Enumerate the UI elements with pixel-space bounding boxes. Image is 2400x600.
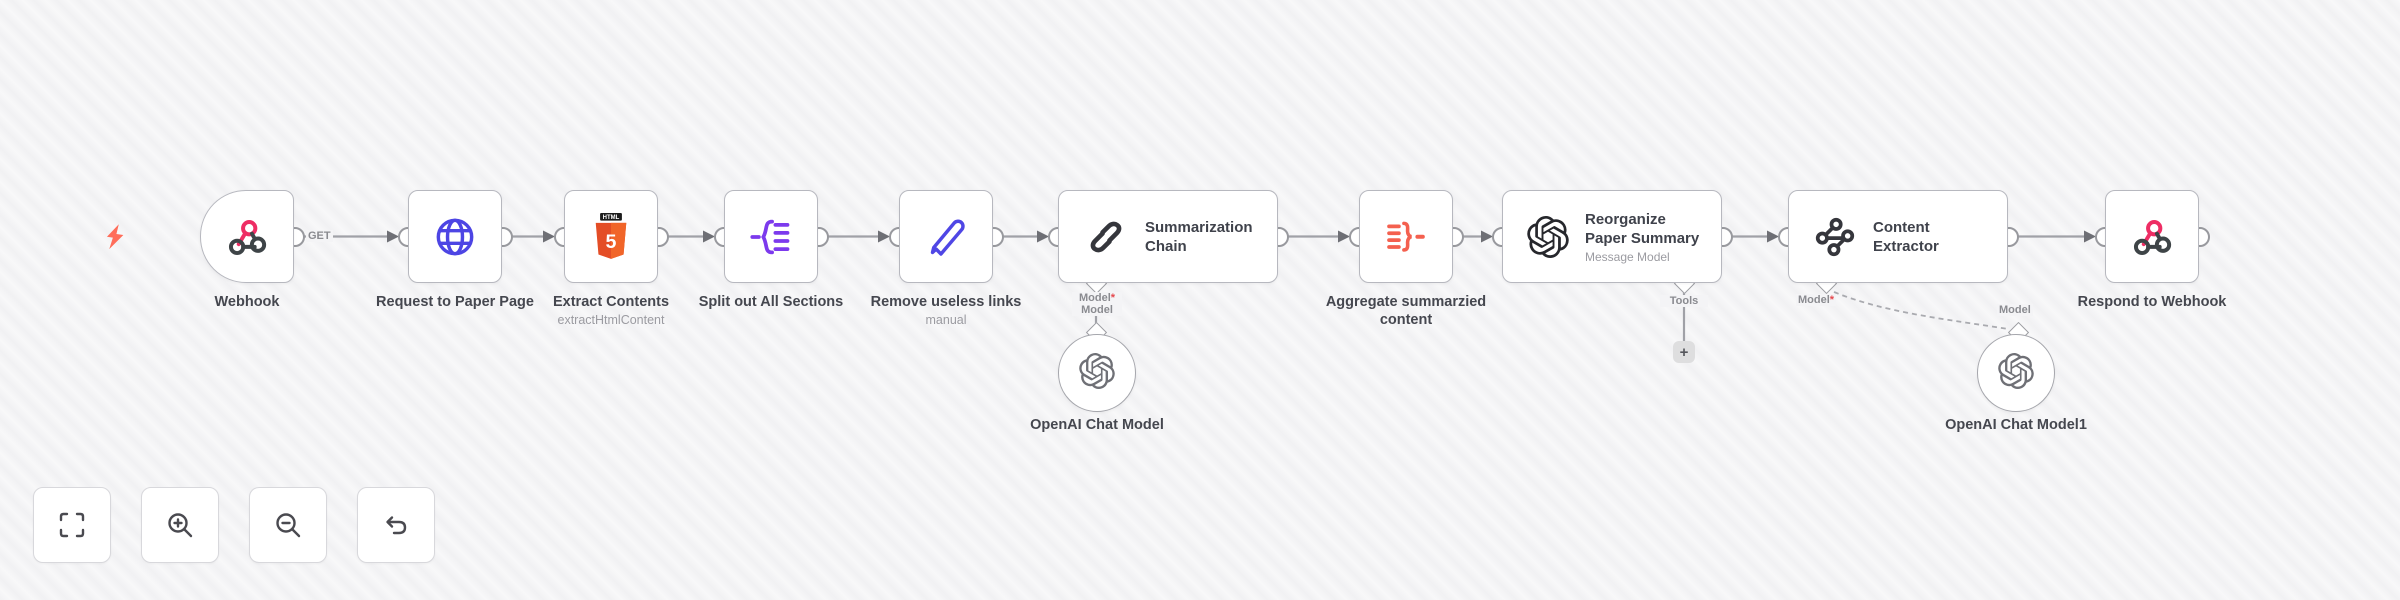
wire-label-get: GET xyxy=(306,230,333,242)
undo-icon xyxy=(386,516,407,535)
fit-view-button[interactable] xyxy=(33,487,111,563)
trigger-bolt-icon xyxy=(106,224,124,250)
openai-icon xyxy=(1527,215,1569,258)
node-split-out-all-sections[interactable] xyxy=(724,190,818,283)
node-webhook[interactable] xyxy=(200,190,294,283)
subnode-label: OpenAI Chat Model xyxy=(1030,417,1164,433)
node-extract-contents[interactable]: HTML 5 xyxy=(564,190,658,283)
zoom-in-icon xyxy=(168,513,193,538)
node-respond-to-webhook[interactable] xyxy=(2105,190,2199,283)
canvas-toolbar xyxy=(33,487,435,563)
wire-label-model-required: Model* xyxy=(1796,294,1837,306)
reset-zoom-button[interactable] xyxy=(357,487,435,563)
node-label: Split out All Sections xyxy=(698,294,844,310)
wire-label-tools: Tools xyxy=(1660,295,1708,307)
extractor-icon xyxy=(1813,215,1857,259)
wire-label-model: Model xyxy=(1997,304,2033,316)
fit-view-icon xyxy=(59,512,85,538)
node-label: Remove useless links xyxy=(870,294,1022,310)
wire-label-model-required: Model* xyxy=(1072,292,1122,304)
add-tool-button[interactable]: + xyxy=(1673,341,1695,363)
node-content-extractor[interactable]: Content Extractor xyxy=(1788,190,2008,283)
webhook-icon xyxy=(225,215,269,259)
zoom-in-button[interactable] xyxy=(141,487,219,563)
node-label: Webhook xyxy=(214,294,280,310)
chain-link-icon xyxy=(1083,214,1129,260)
split-out-icon xyxy=(749,215,793,259)
subnode-openai-chat-model[interactable] xyxy=(1058,334,1136,412)
node-label: Extract Contents xyxy=(552,294,670,310)
dashed-model-connection[interactable] xyxy=(1833,291,2009,330)
subnode-label: OpenAI Chat Model1 xyxy=(1945,417,2087,433)
zoom-out-button[interactable] xyxy=(249,487,327,563)
node-sublabel: manual xyxy=(925,313,967,327)
html5-icon: HTML 5 xyxy=(589,212,633,261)
node-reorganize-paper-summary[interactable]: Reorganize Paper Summary Message Model xyxy=(1502,190,1722,283)
globe-icon xyxy=(432,214,478,260)
svg-text:HTML: HTML xyxy=(603,215,620,221)
node-summarization-chain[interactable]: Summarization Chain xyxy=(1058,190,1278,283)
svg-text:5: 5 xyxy=(606,230,617,252)
connection-arrowheads xyxy=(387,230,2096,243)
wire-label-model: Model xyxy=(1072,304,1122,316)
openai-icon xyxy=(1998,352,2034,394)
aggregate-icon xyxy=(1383,216,1429,258)
pencil-icon xyxy=(923,214,969,260)
node-sublabel: extractHtmlContent xyxy=(557,313,665,327)
webhook-icon xyxy=(2130,215,2174,259)
node-label: Aggregate summarzied content xyxy=(1325,294,1487,328)
node-subtitle: Message Model xyxy=(1585,249,1670,264)
node-request-to-paper-page[interactable] xyxy=(408,190,502,283)
node-label: Request to Paper Page xyxy=(376,294,534,310)
node-title: Reorganize Paper Summary xyxy=(1585,210,1700,247)
zoom-out-icon xyxy=(276,513,301,538)
node-title: Summarization Chain xyxy=(1145,218,1253,255)
node-remove-useless-links[interactable] xyxy=(899,190,993,283)
node-aggregate-summarzied-content[interactable] xyxy=(1359,190,1453,283)
subnode-openai-chat-model1[interactable] xyxy=(1977,334,2055,412)
openai-icon xyxy=(1079,352,1115,394)
node-label: Respond to Webhook xyxy=(2077,294,2227,310)
node-title: Content Extractor xyxy=(1873,218,1939,255)
